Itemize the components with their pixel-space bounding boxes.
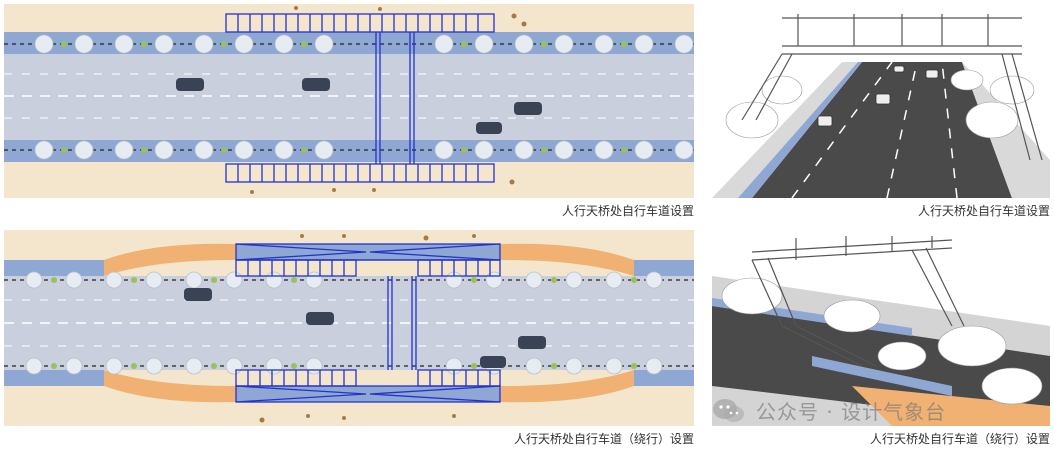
caption-plan-top: 人行天桥处自行车道设置 bbox=[561, 204, 694, 218]
view-top: 人行天桥处自行车道设置 bbox=[712, 10, 1050, 218]
plan-bottom: 人行天桥处自行车道（绕行）设置 bbox=[4, 230, 694, 446]
caption-view-top: 人行天桥处自行车道设置 bbox=[917, 204, 1050, 218]
plan-top-drawing bbox=[4, 4, 694, 198]
view-top-drawing bbox=[712, 10, 1050, 198]
view-bottom: 人行天桥处自行车道（绕行）设置 bbox=[712, 236, 1050, 446]
plan-top: 人行天桥处自行车道设置 bbox=[4, 4, 694, 218]
plan-bottom-drawing bbox=[4, 230, 694, 426]
watermark-text: 公众号 · 设计气象台 bbox=[756, 400, 947, 424]
caption-plan-bottom: 人行天桥处自行车道（绕行）设置 bbox=[513, 432, 694, 446]
view-bottom-drawing bbox=[712, 236, 1050, 426]
watermark: 公众号 · 设计气象台 bbox=[712, 396, 946, 425]
wechat-icon bbox=[713, 398, 744, 422]
caption-view-bottom: 人行天桥处自行车道（绕行）设置 bbox=[869, 432, 1050, 446]
